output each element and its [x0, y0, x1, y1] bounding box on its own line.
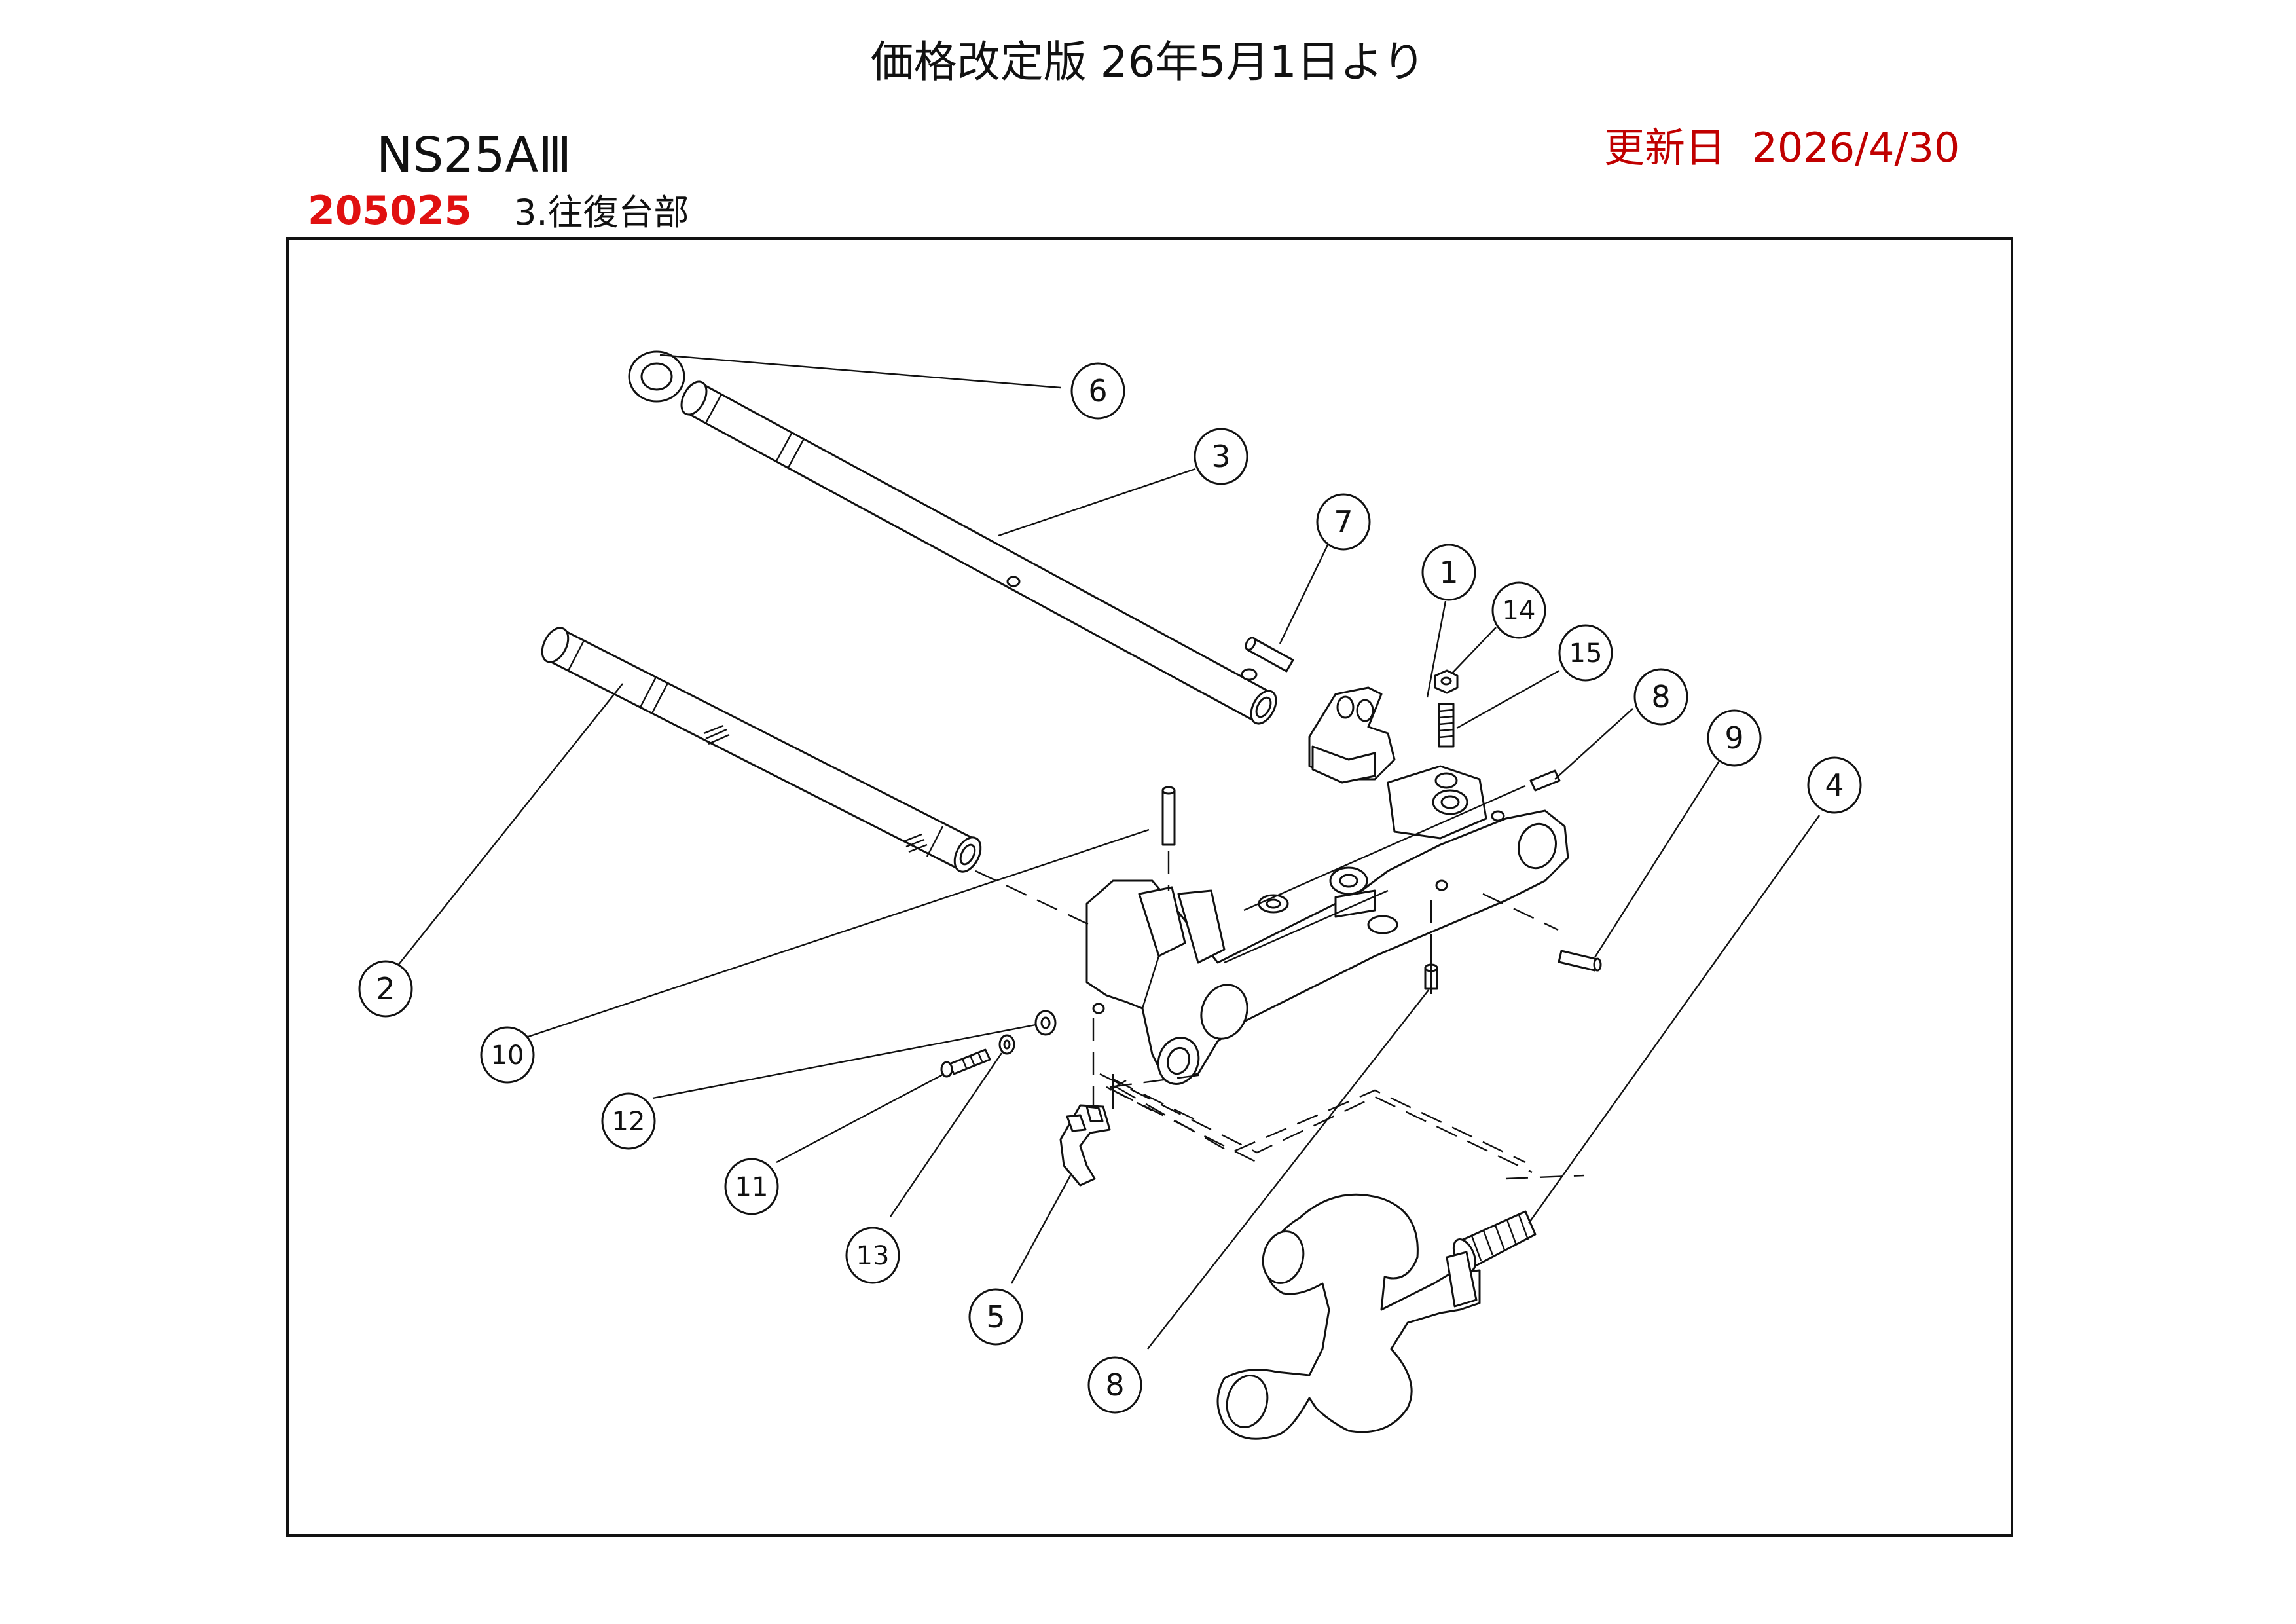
callout-9-number: 9 — [1724, 720, 1743, 756]
callout-5: 5 — [968, 1288, 1023, 1346]
callout-1-number: 1 — [1439, 555, 1458, 590]
callout-8-lower: 8 — [1087, 1356, 1142, 1414]
update-date-label: 更新日 — [1604, 124, 1726, 172]
callout-9: 9 — [1707, 709, 1762, 767]
part-1-top-bracket — [1308, 686, 1396, 784]
part-4-crank-shaft — [1216, 1193, 1537, 1440]
callout-1: 1 — [1421, 544, 1476, 601]
callout-6-number: 6 — [1088, 373, 1107, 409]
model-name: NS25AⅢ — [376, 127, 572, 183]
callout-10: 10 — [480, 1026, 535, 1084]
callout-7: 7 — [1316, 493, 1371, 551]
part-5-clip — [1059, 1104, 1111, 1187]
callout-11: 11 — [724, 1158, 779, 1215]
callout-11-number: 11 — [735, 1172, 769, 1202]
part-15-screw — [1434, 703, 1458, 789]
callout-4-number: 4 — [1825, 767, 1844, 803]
part-6-washer — [628, 350, 685, 403]
callout-8-lower-number: 8 — [1105, 1367, 1124, 1403]
callout-15: 15 — [1558, 624, 1613, 682]
update-date: 更新日 2026/4/30 — [1604, 128, 1959, 168]
callout-2: 2 — [358, 960, 413, 1018]
callout-14: 14 — [1491, 581, 1546, 639]
callout-13-number: 13 — [856, 1241, 890, 1271]
callout-6: 6 — [1070, 362, 1125, 420]
callout-7-number: 7 — [1334, 504, 1353, 540]
part-13-lock-washer — [998, 1034, 1015, 1055]
part-12-washer — [1034, 1010, 1057, 1036]
callout-12-number: 12 — [612, 1107, 646, 1137]
part-14-nut — [1434, 669, 1459, 694]
callout-10-number: 10 — [491, 1041, 524, 1071]
callout-14-number: 14 — [1503, 596, 1536, 626]
callout-3: 3 — [1194, 428, 1248, 485]
update-date-value: 2026/4/30 — [1751, 124, 1960, 172]
section-name: 3.往復台部 — [514, 192, 689, 233]
callout-13: 13 — [845, 1227, 900, 1284]
callout-leader-lines — [397, 354, 1820, 1350]
callout-3-number: 3 — [1211, 439, 1230, 474]
part-1-carriage-body — [1085, 765, 1569, 1085]
callout-5-number: 5 — [986, 1299, 1005, 1335]
part-7-pin — [1245, 637, 1294, 673]
part-10-pin — [1161, 786, 1176, 846]
part-3-upper-shaft — [680, 380, 1277, 725]
part-11-screw — [940, 1048, 991, 1078]
part-8-pin-upper — [1529, 769, 1561, 792]
diagram-frame — [286, 237, 2013, 1537]
callout-2-number: 2 — [376, 971, 395, 1006]
callout-4: 4 — [1807, 756, 1862, 814]
callout-15-number: 15 — [1569, 638, 1603, 669]
main-title: 価格改定版 26年5月1日より — [870, 37, 1426, 87]
callout-8-upper-number: 8 — [1651, 679, 1670, 714]
callout-8-upper: 8 — [1633, 668, 1688, 726]
part-code: 205025 — [308, 188, 472, 234]
part-9-pin — [1558, 950, 1602, 972]
part-2-lower-shaft — [541, 627, 982, 873]
callout-12: 12 — [601, 1092, 656, 1150]
